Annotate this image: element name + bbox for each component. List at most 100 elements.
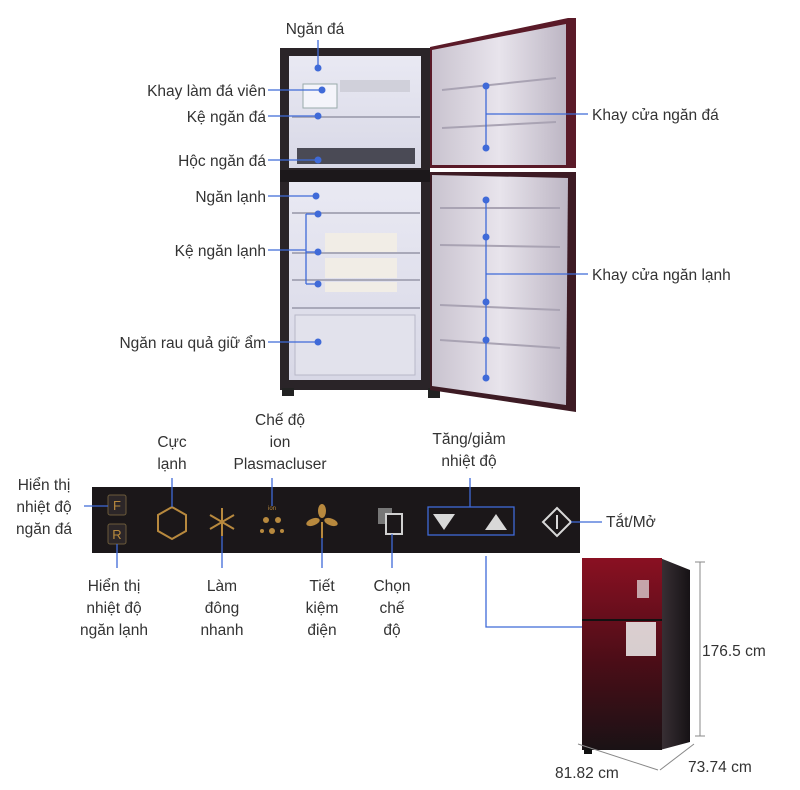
label-lam-dong-3: nhanh [200,622,243,639]
freezer-door-tray-2 [441,121,557,129]
label-khay-lam-da: Khay làm đá viên [147,83,266,100]
dot [482,233,490,241]
panel-labels: Cực lạnh Chế độ ion Plasmacluser Tăng/gi… [16,412,656,639]
label-lam-dong-1: Làm [207,578,237,595]
dot [482,82,490,90]
mode-squares-icon[interactable] [378,508,403,535]
label-chon-2: chế [380,600,405,617]
foot [584,748,592,754]
control-panel-bg [92,487,580,553]
leaf-icon[interactable] [305,504,339,538]
snowflake-icon[interactable] [209,508,235,536]
label-hoc-ngan-da: Hộc ngăn đá [178,153,266,170]
label-chon-3: độ [383,622,400,639]
freezer-door [432,24,566,165]
width-line [577,743,659,771]
freezer-display-box [107,494,127,516]
closed-fridge-illustration [582,558,690,754]
dot [314,112,322,120]
label-tiet-kiem-1: Tiết [309,578,335,595]
label-che-do-ion-2: ion [270,434,291,451]
label-ngan-lanh: Ngăn lạnh [195,189,266,206]
triangle-up-icon[interactable] [485,514,507,530]
dot [314,338,322,346]
label-che-do-ion-1: Chế độ [255,412,305,429]
label-ngan-da: Ngăn đá [286,21,345,38]
ion-indicator-text: ion [268,506,276,512]
panel-callout-lines [84,478,626,628]
dot [482,144,490,152]
dim-depth: 73.74 cm [688,759,752,776]
dot [482,196,490,204]
fridge-door [432,175,568,405]
depth-line [659,743,695,771]
fridge-door-tray-3 [439,304,561,311]
fridge-display-letter: R [112,527,121,542]
freezer-door-tray-1 [441,77,557,91]
dimension-lines [577,561,705,771]
label-ke-ngan-da: Kệ ngăn đá [187,109,267,126]
fridge-side [660,558,690,750]
label-hien-thi-da-1: Hiển thị [18,477,71,494]
label-tang-giam-1: Tăng/giảm [432,431,505,448]
label-hien-thi-da-2: nhiệt độ [16,499,71,516]
dim-height: 176.5 cm [702,643,766,660]
fridge-door-tray-2 [439,244,561,248]
label-che-do-ion-3: Plasmacluser [233,456,326,473]
label-tang-giam-2: nhiệt độ [441,453,496,470]
label-hien-thi-lanh-1: Hiển thị [88,578,141,595]
dot [314,280,322,288]
fridge-door-tray-4 [439,339,561,349]
fridge-foot-right [428,388,440,398]
compartment-divider [280,170,430,182]
fridge-box-3 [325,282,397,292]
dot [314,64,322,72]
fridge-box-2 [325,258,397,278]
ice-maker-top [340,80,410,92]
label-chon-1: Chọn [373,578,410,595]
callout-lines [268,40,588,378]
hexagon-icon[interactable] [157,505,187,541]
open-fridge-illustration [280,18,576,412]
callout-dots [312,64,490,382]
label-cuc-lanh-2: lạnh [157,456,186,473]
triangle-down-icon[interactable] [433,514,455,530]
label-khay-cua-ngan-lanh: Khay cửa ngăn lạnh [592,267,731,284]
label-cuc-lanh-1: Cực [157,434,187,451]
label-hien-thi-lanh-2: nhiệt độ [86,600,141,617]
crisper-drawer [294,314,416,376]
label-tiet-kiem-2: kiệm [306,600,339,617]
label-lam-dong-2: đông [205,600,239,617]
dot [314,210,322,218]
dot [482,374,490,382]
dot [482,298,490,306]
power-icon[interactable] [541,506,573,538]
interior-labels: Ngăn đá Khay làm đá viên Kệ ngăn đá Hộc … [119,21,730,352]
control-panel: F R ion [92,487,580,553]
fridge-box-1 [325,233,397,253]
dot [314,156,322,164]
freezer-display-letter: F [113,498,121,513]
label-hien-thi-lanh-3: ngăn lạnh [80,622,148,639]
label-tiet-kiem-3: điện [307,622,336,639]
dim-width: 81.82 cm [555,765,619,782]
dot [482,336,490,344]
temp-adjust-frame [427,506,515,536]
sticker [637,580,649,598]
label-tat-mo: Tắt/Mở [606,514,656,531]
dimension-labels: 176.5 cm 81.82 cm 73.74 cm [555,643,766,782]
pc-line-to-fridge [485,556,626,628]
label-ke-ngan-lanh: Kệ ngăn lạnh [175,243,266,260]
ion-dots-icon[interactable] [260,517,284,534]
energy-label [626,622,656,656]
dot [314,248,322,256]
label-khay-cua-ngan-da: Khay cửa ngăn đá [592,107,719,124]
freezer-drawer [297,148,415,164]
label-hien-thi-da-3: ngăn đá [16,521,72,538]
ice-tray [302,83,338,109]
dot [312,192,320,200]
label-ngan-rau-qua: Ngăn rau quả giữ ẩm [119,335,266,352]
fridge-foot-left [282,388,294,396]
dot [318,86,326,94]
